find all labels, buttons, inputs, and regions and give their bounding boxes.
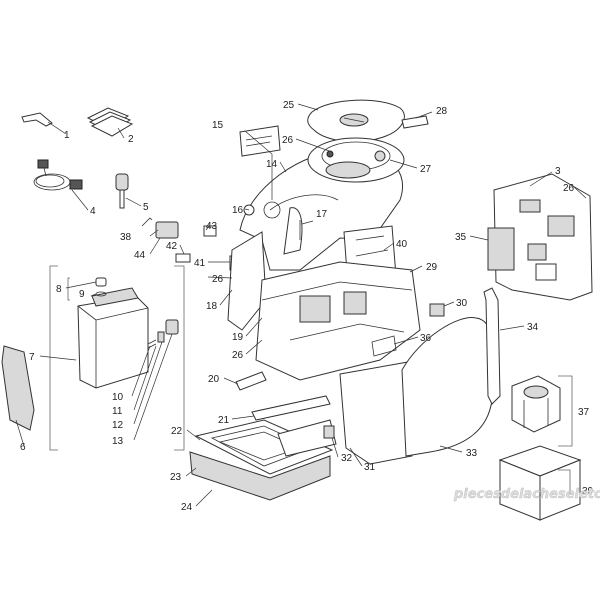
watermark: piecesdelacheseletc.com <box>453 487 600 502</box>
callout-22: 22 <box>171 426 183 437</box>
callout-17: 17 <box>316 209 328 220</box>
callout-28: 28 <box>436 106 448 117</box>
callout-26b: 26 <box>563 183 575 194</box>
bracket-box-group <box>558 469 571 495</box>
part-8-float <box>95 277 107 287</box>
callout-19: 19 <box>232 332 244 343</box>
callout-33: 33 <box>466 448 478 459</box>
part-7-water-tank <box>77 287 149 389</box>
part-30-block <box>429 303 445 317</box>
part-20-strip <box>235 371 267 391</box>
part-6-side-panel <box>1 345 35 431</box>
part-2-sheets <box>86 107 134 137</box>
leader-lines <box>15 103 587 507</box>
bracket-tank-group <box>49 265 185 451</box>
part-37-boiler <box>511 375 561 433</box>
part-10-13-valve <box>147 319 179 349</box>
part-39-packaging-box <box>498 445 582 521</box>
callout-21: 21 <box>218 415 230 426</box>
callout-44: 44 <box>134 250 146 261</box>
part-43-44-switch <box>155 221 217 263</box>
callout-16: 16 <box>232 205 244 216</box>
callout-3: 3 <box>555 166 561 177</box>
callout-23: 23 <box>170 472 182 483</box>
part-36-insert <box>371 335 397 357</box>
bracket-float-group <box>67 277 70 301</box>
callout-34: 34 <box>527 322 539 333</box>
callout-14: 14 <box>266 159 278 170</box>
callout-26d: 26 <box>232 350 244 361</box>
callout-2: 2 <box>128 134 134 145</box>
callout-37: 37 <box>578 407 590 418</box>
callout-40: 40 <box>396 239 408 250</box>
callout-20: 20 <box>208 374 220 385</box>
part-32-cap <box>323 425 335 439</box>
callout-26c: 26 <box>212 274 224 285</box>
callout-6: 6 <box>20 442 26 453</box>
callout-7: 7 <box>29 352 35 363</box>
part-25-lid <box>307 99 405 143</box>
callout-5: 5 <box>143 202 149 213</box>
callout-29: 29 <box>426 262 438 273</box>
part-29-chassis <box>255 261 421 381</box>
part-3-back-panel <box>493 173 593 301</box>
part-18-side-frame <box>227 231 267 331</box>
callout-32: 32 <box>341 453 353 464</box>
callout-26a: 26 <box>282 135 294 146</box>
part-35-pcb <box>487 227 557 281</box>
callout-13: 13 <box>112 436 124 447</box>
part-28-bracket <box>401 115 429 129</box>
part-22-24-drip-tray <box>189 419 337 501</box>
callout-24: 24 <box>181 502 193 513</box>
callout-41: 41 <box>194 258 206 269</box>
part-38-screw <box>141 217 153 227</box>
callout-30: 30 <box>456 298 468 309</box>
callout-1: 1 <box>64 130 70 141</box>
callout-18: 18 <box>206 301 218 312</box>
callout-9: 9 <box>79 289 85 300</box>
callout-15: 15 <box>212 120 224 131</box>
part-31-front-housing <box>339 361 413 465</box>
callout-10: 10 <box>112 392 124 403</box>
part-27-grinder-assembly <box>307 137 405 183</box>
part-33-front-cover <box>401 317 497 457</box>
callout-38: 38 <box>120 232 132 243</box>
callout-25: 25 <box>283 100 295 111</box>
part-15-label-plate <box>239 125 281 157</box>
callout-27: 27 <box>420 164 432 175</box>
callout-42: 42 <box>166 241 178 252</box>
part-21-tray-rail <box>251 395 331 421</box>
callout-11: 11 <box>112 406 123 417</box>
callout-39: 39 <box>582 486 594 497</box>
part-1-clip <box>21 112 53 127</box>
callout-43: 43 <box>206 221 218 232</box>
callout-36: 36 <box>420 333 432 344</box>
callout-4: 4 <box>90 206 96 217</box>
callout-35: 35 <box>455 232 467 243</box>
bracket-boiler-group <box>558 375 573 447</box>
part-4-power-cord <box>33 159 83 191</box>
callout-12: 12 <box>112 420 124 431</box>
part-5-connector <box>115 173 129 209</box>
callout-31: 31 <box>364 462 376 473</box>
callout-8: 8 <box>56 284 62 295</box>
part-34-side-rail <box>483 287 501 405</box>
